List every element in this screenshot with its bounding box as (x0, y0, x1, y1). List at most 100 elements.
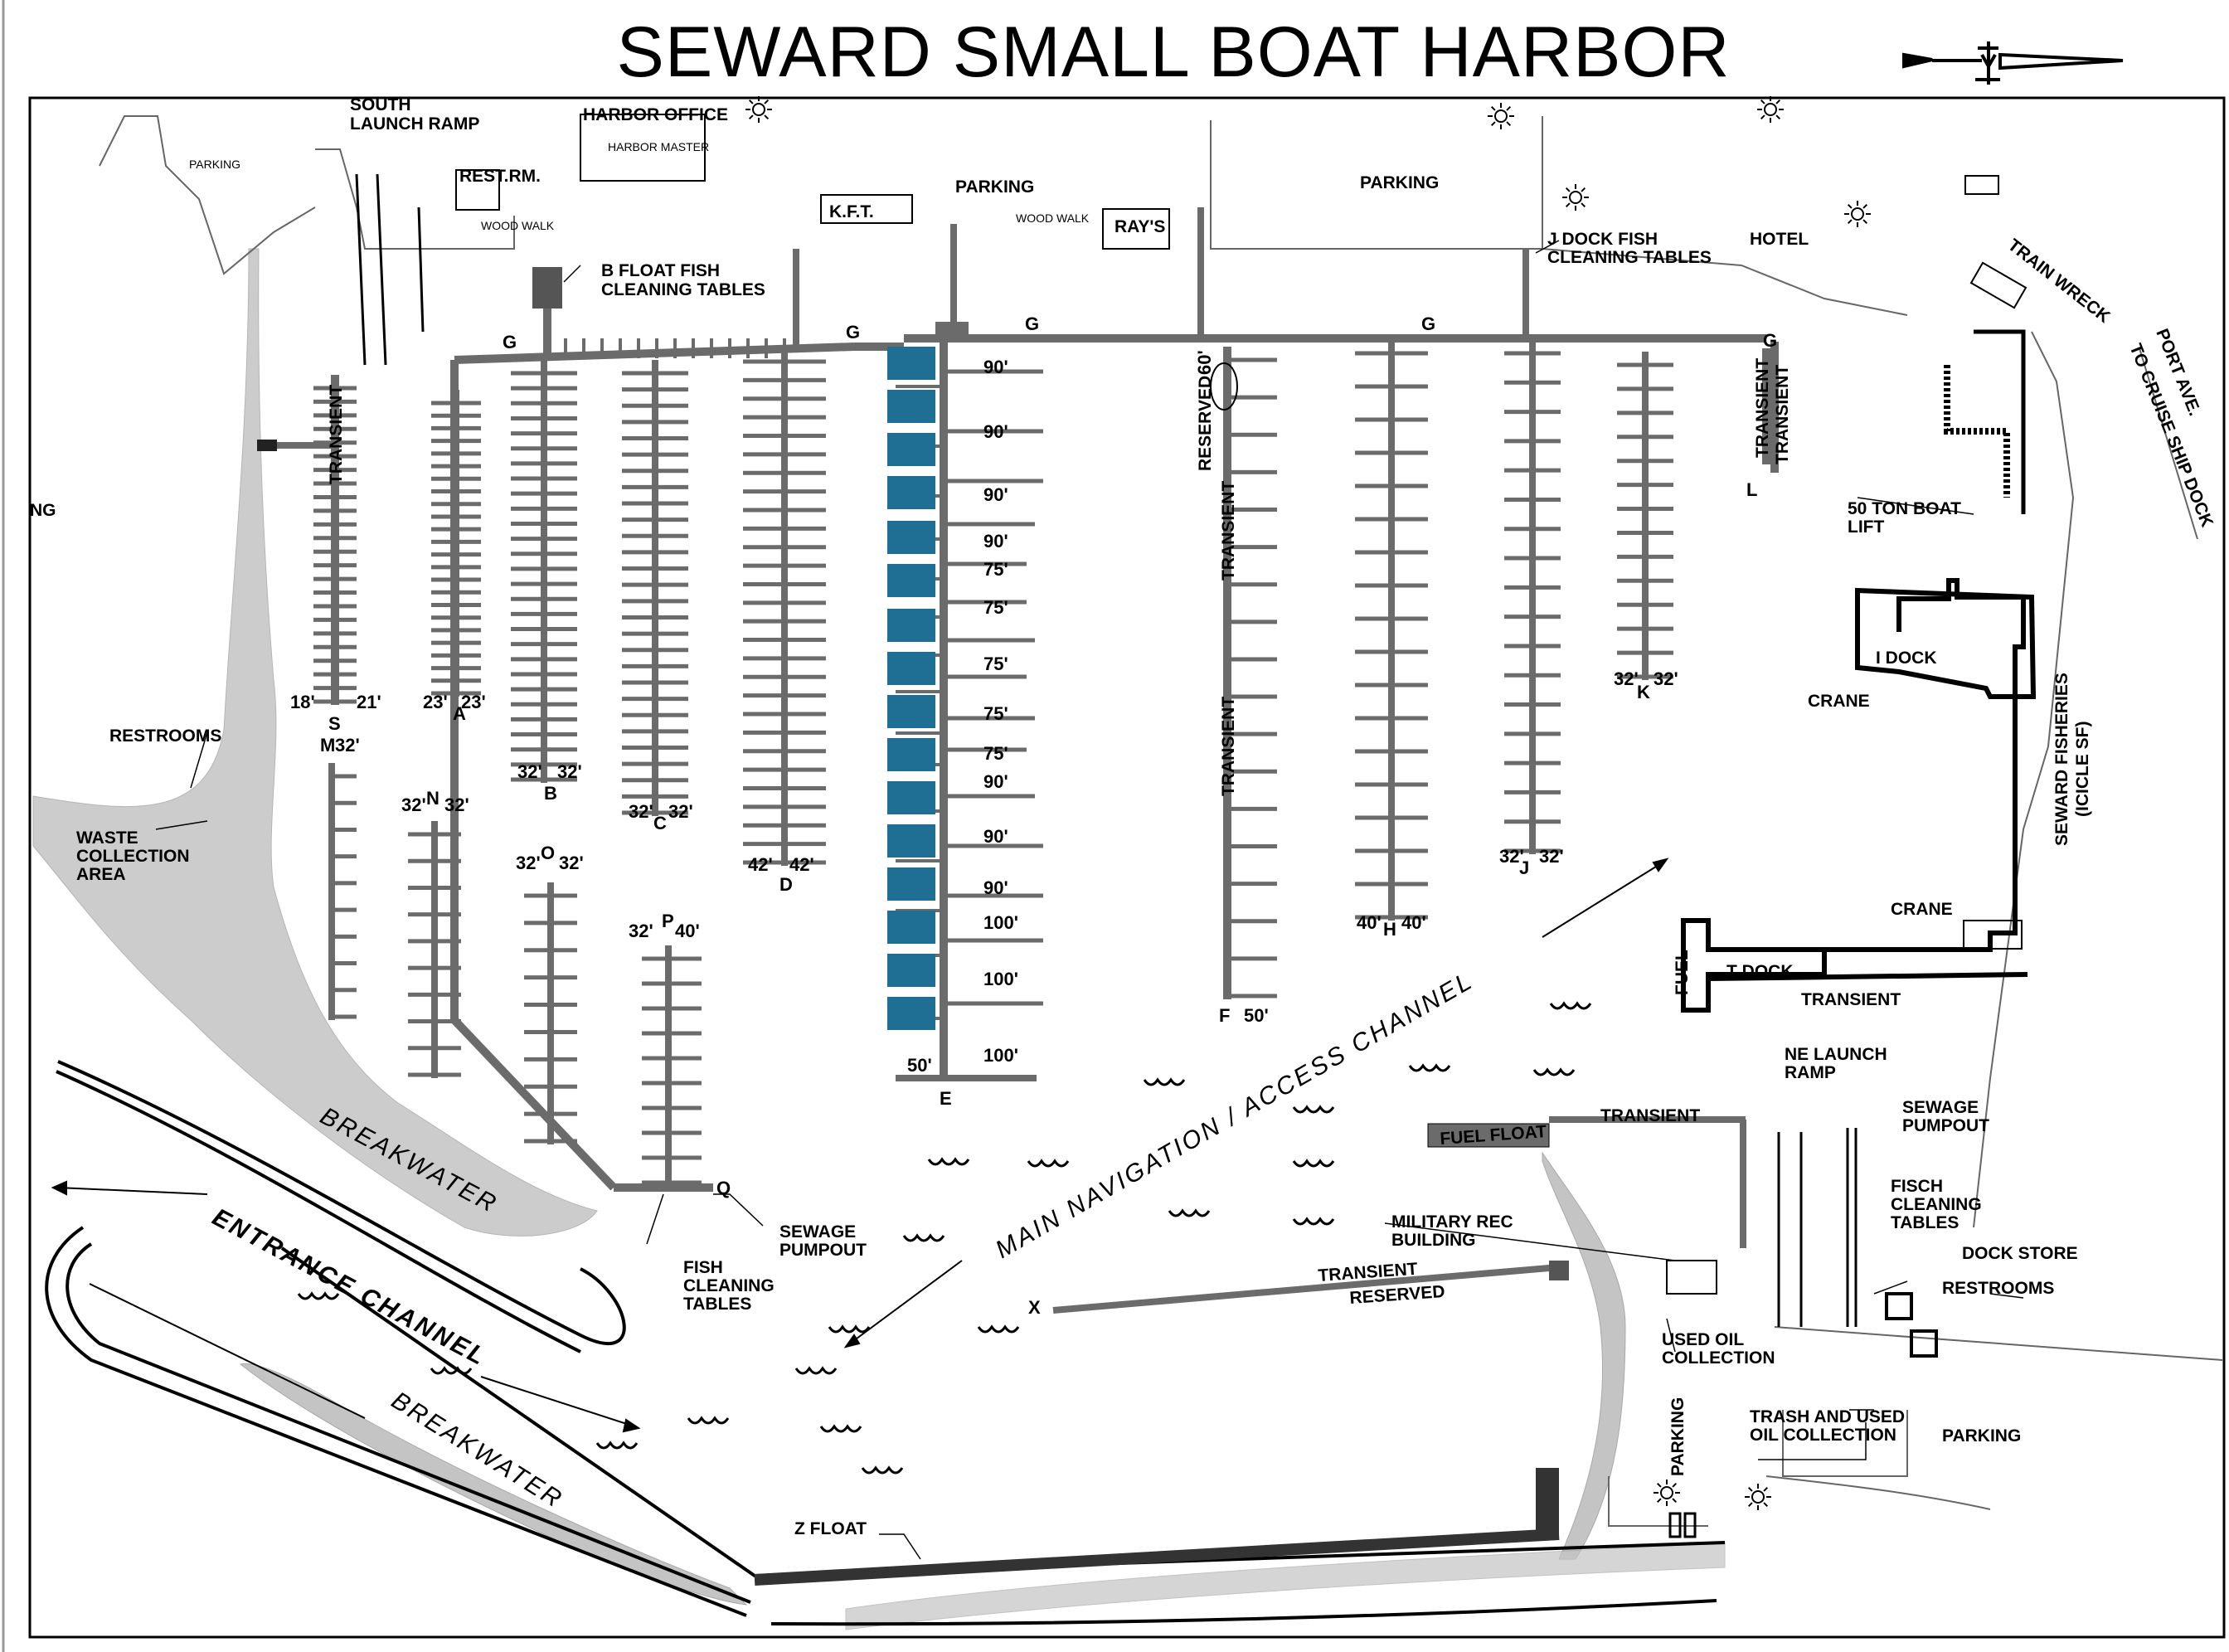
dock-letter-o: O (541, 843, 555, 863)
restrooms-ne-label: RESTROOMS (1942, 1279, 2054, 1298)
wave (977, 1324, 1020, 1334)
t-dock-transient-label: TRANSIENT (1801, 990, 1901, 1009)
fish-cleaning-label: FISH (683, 1258, 723, 1277)
military-rec-building (1666, 1260, 1717, 1295)
dock-letter-g-5: G (1763, 330, 1777, 351)
e-slip-length-14: 100' (983, 969, 1018, 989)
parking-label-small: PARKING (189, 158, 240, 171)
rays-building (1102, 208, 1170, 250)
dock-f (1223, 347, 1277, 999)
l-transient-label-2: TRANSIENT (1773, 365, 1792, 464)
dock-letter-n: N (426, 788, 439, 809)
shoreline (99, 115, 2223, 1527)
f-transient-label-1: TRANSIENT (1219, 481, 1238, 581)
fisch-cleaning-label: FISCH (1891, 1177, 1943, 1196)
svg-text:32': 32' (335, 735, 360, 756)
crane-label-2: CRANE (1891, 900, 1953, 919)
svg-text:BUILDING: BUILDING (1391, 1231, 1476, 1250)
north-arrow-icon (1902, 41, 2124, 85)
f-transient-label-2: TRANSIENT (1219, 697, 1238, 796)
dock-s (313, 375, 357, 705)
harbor-office-building (580, 114, 706, 182)
svg-text:32': 32' (517, 761, 542, 782)
svg-text:RAMP: RAMP (1785, 1063, 1836, 1082)
svg-text:32': 32' (1654, 668, 1678, 689)
harbor-master-label: HARBOR MASTER (608, 140, 709, 153)
restroom-building (455, 169, 500, 211)
blue-slip-7 (887, 609, 935, 642)
blue-slip-3 (887, 433, 935, 466)
dock-letter-a: A (453, 703, 466, 724)
fuel-label: FUEL (1673, 950, 1692, 995)
e-dock-slip-lengths: 90'90'90'90'75'75'75'75'75'90'90'90'100'… (983, 357, 1018, 1066)
svg-text:42': 42' (748, 854, 773, 875)
dock-c (622, 360, 688, 816)
harbor-office-label: HARBOR OFFICE (583, 105, 728, 124)
wave (1168, 1208, 1211, 1217)
restrooms-top-label: REST.RM. (459, 167, 541, 186)
dock-letter-g-4: G (1421, 313, 1435, 334)
dock-n (408, 821, 461, 1078)
svg-text:32': 32' (559, 853, 584, 873)
launch-ramps (355, 173, 1858, 1327)
dock-k (1617, 352, 1673, 680)
b-float-fish-label: B FLOAT FISH (601, 261, 720, 280)
e-slip-length-6: 75' (983, 597, 1008, 618)
wave (430, 1366, 473, 1375)
wave (819, 1424, 862, 1433)
fuel-pier-transient-label: TRANSIENT (1600, 1106, 1700, 1125)
l-transient-label-1: TRANSIENT (1753, 358, 1772, 458)
e-slip-length-5: 75' (983, 559, 1008, 580)
svg-text:COLLECTION: COLLECTION (76, 847, 190, 866)
dock-letter-g-3: G (1025, 313, 1039, 334)
dock-letter-p: P (662, 911, 674, 931)
svg-text:COLLECTION: COLLECTION (1662, 1348, 1775, 1368)
wave (1292, 1159, 1335, 1168)
military-rec-label: MILITARY REC (1391, 1212, 1513, 1232)
breakwater-rock (32, 248, 1726, 1630)
highlighted-slips (887, 347, 935, 1030)
parking-vertical-label: PARKING (1668, 1397, 1688, 1476)
blue-slip-4 (887, 476, 935, 509)
svg-text:40': 40' (1401, 912, 1426, 933)
wave (595, 1441, 639, 1450)
wave (297, 1291, 340, 1300)
restroom-building-ne (1910, 1329, 1938, 1358)
wave (1143, 1077, 1186, 1086)
svg-text:LAUNCH RAMP: LAUNCH RAMP (350, 114, 479, 134)
blue-slip-2 (887, 390, 935, 423)
parking-ne-label: PARKING (1942, 1426, 2021, 1446)
svg-text:18': 18' (290, 692, 315, 712)
svg-text:32': 32' (1499, 846, 1524, 867)
hotel-label: HOTEL (1750, 230, 1809, 249)
channel-arrows (51, 858, 1669, 1433)
e-slip-length-1: 90' (983, 357, 1008, 377)
dock-d (743, 348, 826, 866)
buildings (455, 114, 2027, 1538)
fuel-float-pier (1052, 1116, 1746, 1314)
light-icon (1844, 201, 1871, 227)
svg-text:32': 32' (401, 794, 426, 815)
dock-letter-h: H (1383, 919, 1396, 940)
svg-text:40': 40' (675, 921, 700, 941)
dock-letter-f: F (1219, 1005, 1230, 1026)
wood-walk-label-2: WOOD WALK (1016, 211, 1090, 225)
wave (1292, 1217, 1335, 1226)
dock-letter-x: X (1028, 1297, 1041, 1318)
e-slip-length-15: 100' (983, 1045, 1018, 1066)
svg-text:LIFT: LIFT (1848, 517, 1884, 537)
wave (1532, 1067, 1576, 1076)
i-dock (1824, 578, 2037, 952)
wood-walk-label: WOOD WALK (481, 219, 555, 232)
dock-p (642, 945, 702, 1186)
s-transient-label: TRANSIENT (327, 385, 346, 484)
svg-text:32': 32' (1614, 668, 1639, 689)
wave (828, 1324, 871, 1334)
dock-letter-e: E (940, 1088, 952, 1109)
svg-text:23': 23' (461, 692, 486, 712)
svg-text:PUMPOUT: PUMPOUT (779, 1241, 867, 1260)
wave (902, 1233, 945, 1242)
used-oil-label: USED OIL (1662, 1330, 1744, 1349)
wave (687, 1416, 730, 1425)
